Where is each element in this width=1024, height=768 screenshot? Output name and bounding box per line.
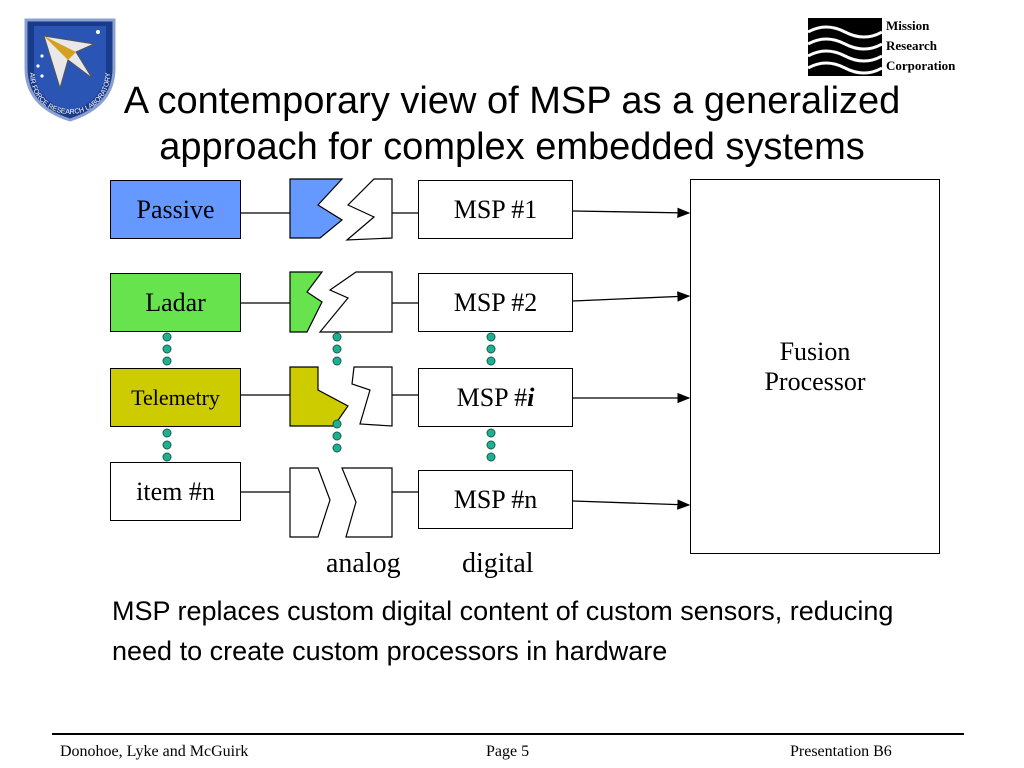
mrc-wordmark: Mission Research Corporation	[886, 16, 955, 76]
msp-box-1: MSP #1	[418, 180, 573, 239]
msp-index-italic: i	[527, 382, 535, 412]
afrl-seal-icon: AIR FORCE RESEARCH LABORATORY	[24, 18, 116, 122]
sensor-label: Telemetry	[131, 384, 220, 410]
mrc-line: Mission	[886, 18, 930, 33]
adc-converter-telemetry	[289, 366, 393, 427]
msp-box-2: MSP #2	[418, 273, 573, 332]
fusion-label-line-2: Processor	[764, 366, 866, 396]
mrc-line: Corporation	[886, 58, 956, 73]
msp-label: MSP #n	[453, 484, 538, 514]
adc-converter-item-n	[289, 467, 393, 538]
title-line-2: approach for complex embedded systems	[159, 126, 865, 168]
adc-converter-ladar	[289, 271, 393, 333]
msp-label: MSP #1	[453, 194, 538, 224]
fusion-label-line-1: Fusion	[779, 336, 851, 366]
msp-box-i: MSP #i	[418, 368, 573, 427]
footer-page-number: Page 5	[486, 743, 530, 760]
adc-converter-passive	[289, 178, 393, 241]
msp-label: MSP #2	[453, 287, 538, 317]
analog-label: analog	[326, 548, 401, 579]
footer-divider	[52, 733, 964, 735]
fusion-processor-box: Fusion Processor	[690, 179, 940, 554]
footer-authors: Donohoe, Lyke and McGuirk	[60, 743, 249, 760]
title-line-1: A contemporary view of MSP as a generali…	[123, 80, 901, 122]
mrc-line: Research	[886, 38, 938, 53]
msp-box-n: MSP #n	[418, 470, 573, 529]
digital-label: digital	[462, 548, 534, 579]
arrow-to-fusion	[572, 499, 691, 510]
sensor-box-item-n: item #n	[110, 462, 241, 521]
sensor-label: item #n	[136, 476, 215, 506]
footer-presentation-id: Presentation B6	[790, 743, 892, 760]
sensor-label: Ladar	[145, 287, 206, 317]
arrow-to-fusion	[572, 207, 691, 218]
msp-label: MSP #	[456, 382, 528, 412]
sensor-box-ladar: Ladar	[110, 273, 241, 332]
continuation-dots	[162, 332, 496, 462]
sensor-label: Passive	[136, 194, 215, 224]
body-paragraph: MSP replaces custom digital content of c…	[112, 596, 894, 666]
sensor-box-passive: Passive	[110, 180, 241, 239]
page-title: A contemporary view of MSP as a generali…	[40, 78, 984, 170]
arrow-to-fusion	[572, 291, 691, 302]
sensor-box-telemetry: Telemetry	[110, 368, 241, 427]
wave-logo-icon	[808, 18, 882, 76]
